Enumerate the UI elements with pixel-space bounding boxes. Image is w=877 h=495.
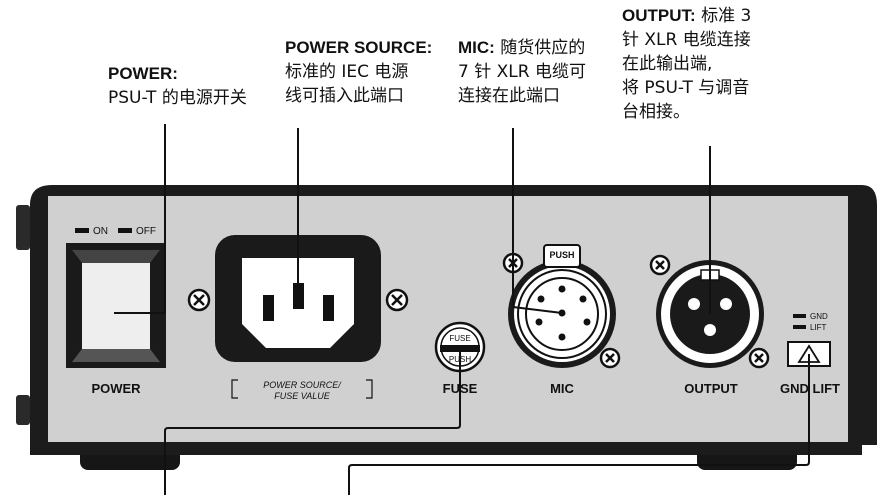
mic-callout-line-1: 7 针 XLR 电缆可 xyxy=(458,62,586,82)
power-source-callout-title: POWER SOURCE: xyxy=(285,38,433,57)
mic-callout: MIC: 随货供应的 7 针 XLR 电缆可 连接在此端口 xyxy=(458,36,586,108)
mic-callout-line-2: 连接在此端口 xyxy=(458,86,560,106)
output-bottom-screw-icon xyxy=(748,347,770,369)
output-callout-line-4: 台相接。 xyxy=(622,102,690,122)
output-callout-first: 标准 3 xyxy=(701,6,752,26)
gnd-text: GND xyxy=(810,312,828,321)
lift-text: LIFT xyxy=(810,323,827,332)
output-callout-line-3: 将 PSU-T 与调音 xyxy=(622,78,750,98)
output-callout-title: OUTPUT: xyxy=(622,6,696,25)
output-callout-line-2: 在此输出端, xyxy=(622,54,713,74)
mic-push-latch[interactable] xyxy=(543,244,581,268)
power-callout-title: POWER: xyxy=(108,64,178,83)
fuse-cap-top-label: FUSE xyxy=(449,334,470,343)
mic-label: MIC xyxy=(550,381,574,396)
power-callout: POWER: PSU-T 的电源开关 xyxy=(108,62,247,110)
mic-bottom-screw-icon xyxy=(599,347,621,369)
fuse-leader-line xyxy=(164,347,461,495)
left-side-ear-lower xyxy=(16,395,30,425)
left-side-ear xyxy=(16,205,30,250)
power-source-callout-line-2: 线可插入此端口 xyxy=(285,86,404,106)
power-source-callout: POWER SOURCE: 标准的 IEC 电源 线可插入此端口 xyxy=(285,36,432,108)
power-source-bracket-left xyxy=(231,379,238,399)
power-label: POWER xyxy=(91,381,141,396)
power-callout-line: PSU-T 的电源开关 xyxy=(108,88,247,108)
iec-left-screw-icon xyxy=(187,288,211,312)
output-label: OUTPUT xyxy=(684,381,738,396)
callout-leader-lines xyxy=(114,124,810,495)
switch-off-label: OFF xyxy=(136,226,156,237)
off-indicator-icon xyxy=(118,228,132,233)
lift-indicator-icon xyxy=(793,325,806,329)
mic-connector[interactable] xyxy=(508,260,616,368)
gnd-lift-label: GND LIFT xyxy=(780,381,840,396)
mic-callout-first: 随货供应的 xyxy=(500,38,586,58)
power-source-label-1: POWER SOURCE/ xyxy=(263,380,342,390)
gnd-lift-leader-line xyxy=(348,354,810,495)
iec-right-screw-icon xyxy=(385,288,409,312)
switch-on-label: ON xyxy=(93,226,108,237)
power-source-callout-line-1: 标准的 IEC 电源 xyxy=(285,62,409,82)
mic-push-label: PUSH xyxy=(549,250,574,260)
power-source-label-2: FUSE VALUE xyxy=(274,391,331,401)
mic-leader-tick xyxy=(512,306,563,314)
output-callout: OUTPUT: 标准 3 针 XLR 电缆连接 在此输出端, 将 PSU-T 与… xyxy=(622,4,751,124)
on-indicator-icon xyxy=(75,228,89,233)
mic-callout-title: MIC: xyxy=(458,38,495,57)
power-switch[interactable] xyxy=(66,243,166,368)
gnd-indicator-icon xyxy=(793,314,806,318)
output-callout-line-1: 针 XLR 电缆连接 xyxy=(622,30,751,50)
power-source-bracket-right xyxy=(366,379,373,399)
output-top-screw-icon xyxy=(649,254,671,276)
